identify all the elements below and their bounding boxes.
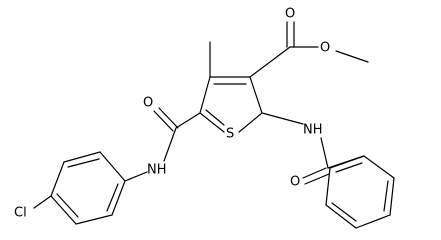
- bond-ar-cl: [33, 195, 52, 209]
- bond-ar4-ar5-inner: [56, 193, 79, 218]
- bond-c5-s: [199, 112, 225, 133]
- bond-benzoyl-c-o-double-b: [304, 173, 330, 185]
- bond-s-c2: [238, 112, 263, 133]
- bond-ph4-ph5: [325, 204, 357, 229]
- bond-c4-c5: [199, 76, 211, 114]
- bond-ar2-ar3: [63, 151, 101, 163]
- atom-nh-benzamide: NH: [303, 123, 323, 138]
- atom-nh-amide: NH: [147, 163, 167, 178]
- atom-s-thiophene: S: [226, 127, 234, 142]
- bond-ph6-ph1: [329, 155, 365, 169]
- bond-c2-n: [261, 112, 304, 125]
- atom-o-ester-carbonyl: O: [285, 7, 295, 22]
- atom-o-ester-methoxy: O: [320, 41, 330, 56]
- bond-ar4-ar5: [50, 195, 77, 225]
- atom-cl: Cl: [14, 206, 27, 221]
- bond-n-benzoyl-c: [320, 137, 329, 169]
- bond-c5-s-inner: [205, 109, 225, 126]
- bond-ph3-ph4: [355, 214, 391, 229]
- bond-amide-c-n: [163, 127, 177, 162]
- bond-amide-c-o-double-a: [158, 107, 179, 129]
- bond-ph4-ph5-inner: [331, 202, 357, 222]
- bond-o-methyl: [335, 50, 369, 63]
- bond-n-aryl: [124, 171, 148, 182]
- bond-c2-c3: [249, 76, 263, 114]
- bond-ph1-ph2: [363, 155, 395, 179]
- bond-ar6-ar1-inner: [106, 183, 119, 212]
- bond-ar1-ar2: [99, 151, 126, 182]
- bond-ar3-ar4: [50, 161, 65, 197]
- bond-ar6-ar1: [111, 180, 126, 216]
- bond-ar5-ar6: [75, 214, 113, 225]
- bond-benzoyl-c-o-double-a: [302, 167, 327, 179]
- bond-ph2-ph3: [389, 177, 395, 216]
- bond-ph5-ph6: [325, 167, 331, 206]
- atom-o-amide: O: [143, 96, 153, 111]
- atom-o-benzamide: O: [290, 175, 300, 190]
- bond-ph2-ph3-inner: [383, 180, 389, 212]
- bond-ar2-ar3-inner: [67, 158, 100, 168]
- bond-ph6-ph1-inner: [335, 162, 363, 173]
- bond-amide-c-o-double-b: [153, 110, 174, 132]
- bond-c3-ester-c: [249, 46, 291, 78]
- bond-c5-amide-c: [175, 112, 201, 129]
